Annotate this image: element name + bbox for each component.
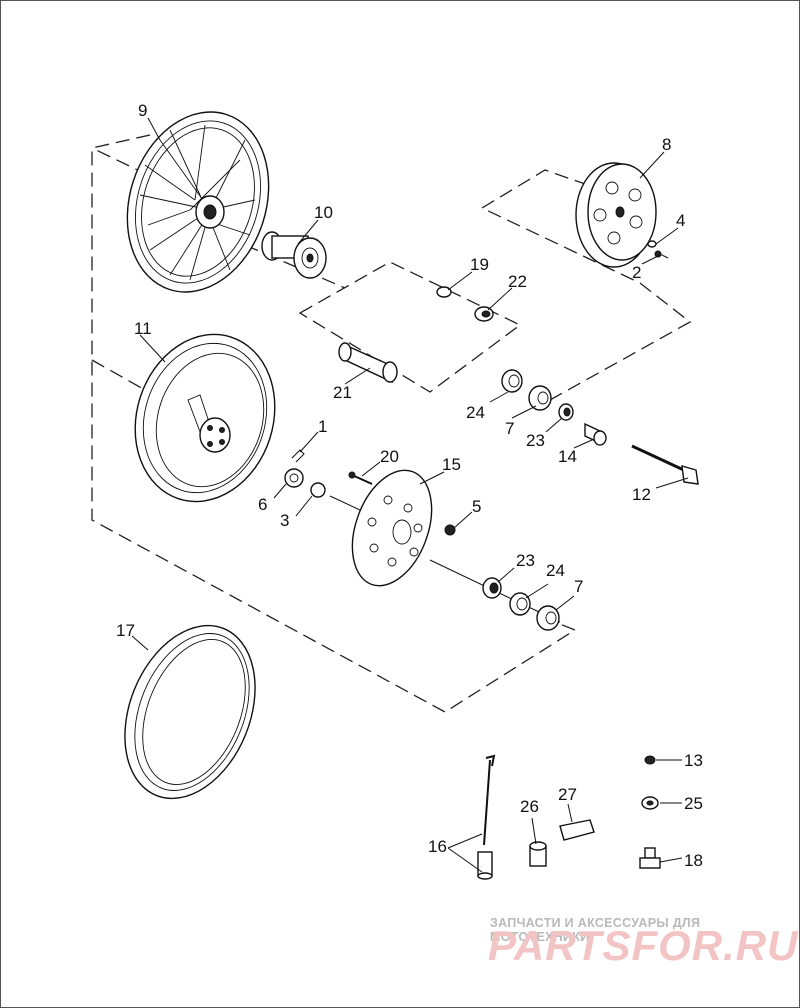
- callout-7-upper: 7: [505, 419, 514, 438]
- callout-12: 12: [632, 485, 651, 504]
- nipple-26: [529, 841, 547, 867]
- callout-9: 9: [138, 101, 147, 120]
- axle-12: [631, 444, 699, 485]
- group-box-pulley: [480, 169, 692, 401]
- wheel-hub: [261, 231, 327, 279]
- callout-4: 4: [676, 211, 685, 230]
- callout-11: 11: [134, 319, 152, 338]
- callout-21: 21: [333, 383, 352, 402]
- callout-8: 8: [662, 135, 671, 154]
- callout-20: 20: [380, 447, 399, 466]
- bearing-7-upper: [528, 385, 552, 411]
- callout-1: 1: [318, 417, 327, 436]
- callout-5: 5: [472, 497, 481, 516]
- valve-cap-13: [644, 755, 656, 765]
- callout-26: 26: [520, 797, 539, 816]
- washer-4: [647, 240, 657, 248]
- callout-18: 18: [684, 851, 703, 870]
- callout-14: 14: [558, 447, 577, 466]
- callout-25: 25: [684, 794, 703, 813]
- callout-19: 19: [470, 255, 489, 274]
- washer-3: [310, 482, 326, 498]
- washer-19: [436, 286, 452, 298]
- wheel-rim: [124, 624, 256, 800]
- bearing-24-upper: [501, 369, 523, 393]
- callout-22: 22: [508, 272, 527, 291]
- watermark-brand: PARTSFOR.RU: [488, 922, 799, 969]
- callout-15: 15: [442, 455, 461, 474]
- callout-16: 16: [428, 837, 447, 856]
- disc-axis-line: [329, 495, 361, 511]
- spoke-16: [477, 754, 496, 880]
- bearing-24-lower: [509, 592, 531, 616]
- bearing-22: [474, 306, 494, 322]
- leader-lines: [131, 117, 689, 873]
- spoked-wheel: [126, 111, 270, 293]
- callout-2: 2: [632, 263, 641, 282]
- spacer-14: [584, 422, 607, 446]
- callout-13: 13: [684, 751, 703, 770]
- bearing-7-lower: [536, 605, 560, 631]
- seal-23-upper: [558, 403, 574, 421]
- callout-6: 6: [258, 495, 267, 514]
- callout-24-upper: 24: [466, 403, 485, 422]
- nut-6: [284, 468, 304, 488]
- callout-23-lower: 23: [516, 551, 535, 570]
- callout-17: 17: [116, 621, 135, 640]
- spacer-tube-21: [338, 342, 398, 384]
- group-box-bearings: [298, 261, 522, 393]
- group-line-mid: [91, 359, 146, 391]
- valve-stem-18: [639, 847, 661, 869]
- drive-pulley: [575, 162, 657, 268]
- callout-7-lower: 7: [574, 577, 583, 596]
- callout-10: 10: [314, 203, 333, 222]
- group-line-main: [91, 134, 577, 713]
- brake-disc: [351, 469, 433, 587]
- nut-5: [444, 524, 456, 536]
- screw-20: [348, 471, 373, 485]
- callout-24-lower: 24: [546, 561, 565, 580]
- seal-23-lower: [482, 577, 502, 599]
- callout-23-upper: 23: [526, 431, 545, 450]
- cast-wheel: [134, 333, 276, 503]
- cotter-pin-1: [291, 449, 305, 463]
- balance-weight-27: [559, 819, 595, 841]
- callout-27: 27: [558, 785, 577, 804]
- valve-nut-25: [641, 796, 659, 810]
- callout-3: 3: [280, 511, 289, 530]
- watermark-tagline: ЗАПЧАСТИ И АКСЕССУАРЫ ДЛЯ МОТОТЕХНИКИ: [490, 916, 701, 944]
